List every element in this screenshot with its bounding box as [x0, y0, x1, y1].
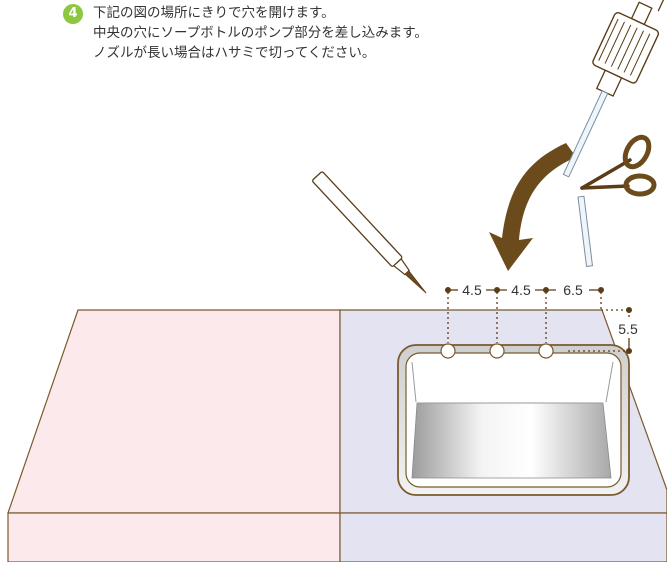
instruction-line-1: 下記の図の場所にきりで穴を開けます。 — [93, 5, 335, 21]
curved-arrow-icon — [489, 143, 576, 271]
awl-icon — [312, 171, 427, 294]
soap-bottle-pump-icon — [562, 0, 667, 178]
dimension-dots — [445, 287, 632, 354]
dimension-label-3: 6.5 — [563, 282, 583, 298]
step-number-badge: 4 — [63, 4, 83, 24]
step-instructions: 4 下記の図の場所にきりで穴を開けます。 中央の穴にソープボトルのポンプ部分を差… — [63, 4, 533, 64]
dimension-lines — [447, 289, 630, 352]
hole-markers — [440, 343, 554, 359]
cut-nozzle-icon — [577, 195, 594, 268]
instruction-line-2: 中央の穴にソープボトルのポンプ部分を差し込みます。 — [93, 25, 428, 41]
hole-3 — [538, 343, 554, 359]
countertop-left-panel — [7, 309, 341, 562]
instruction-line-3: ノズルが長い場合はハサミで切ってください。 — [93, 45, 376, 61]
scissors-icon — [580, 134, 657, 197]
sink-basin-icon — [397, 344, 630, 496]
hole-2 — [489, 343, 505, 359]
dimension-label-2: 4.5 — [511, 282, 531, 298]
dimension-label-vertical: 5.5 — [618, 321, 638, 337]
dimension-label-1: 4.5 — [462, 282, 482, 298]
hole-1 — [440, 343, 456, 359]
